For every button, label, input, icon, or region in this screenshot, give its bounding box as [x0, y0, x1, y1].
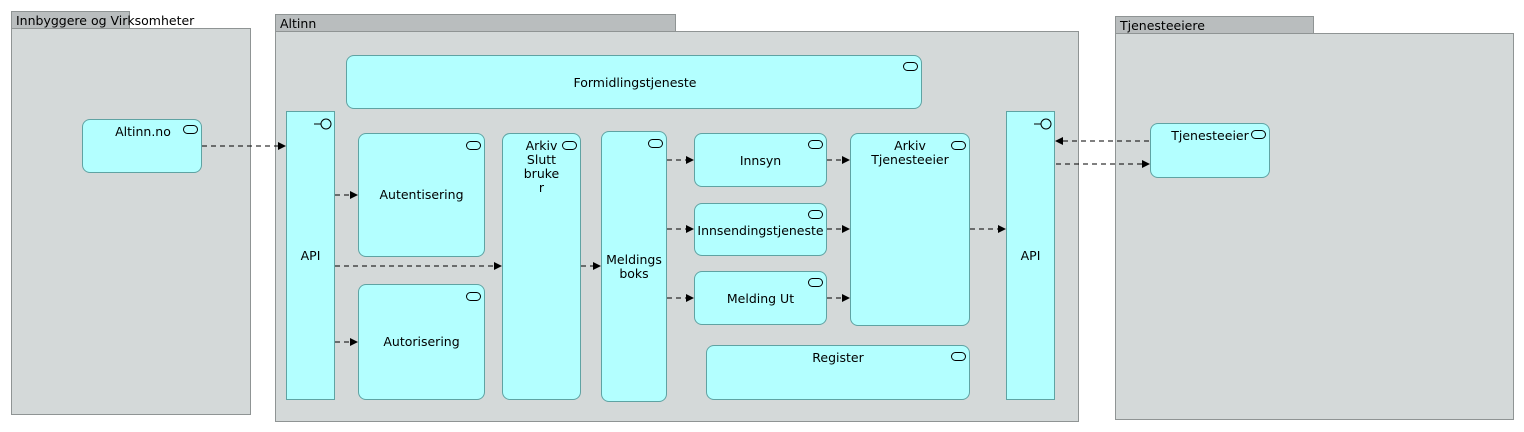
node-arkiv-tjenesteeier-label: Arkiv Tjenesteeier: [851, 139, 969, 167]
service-icon: [183, 125, 198, 134]
node-altinn-no[interactable]: Altinn.no: [82, 119, 202, 173]
service-icon: [1251, 130, 1266, 139]
group-owners-title: Tjenesteeiere: [1120, 18, 1205, 33]
interface-icon: [1034, 118, 1052, 130]
label-line: Slutt: [526, 152, 557, 167]
label-line: Arkiv: [894, 138, 926, 153]
service-icon: [562, 141, 577, 150]
group-citizens-title: Innbyggere og Virksomheter: [16, 13, 195, 28]
label-line: boks: [619, 266, 649, 281]
service-icon: [808, 210, 823, 219]
node-api-left[interactable]: API: [286, 111, 335, 400]
service-icon: [466, 141, 481, 150]
service-icon: [808, 278, 823, 287]
node-innsendingstjeneste-label: Innsendingstjeneste: [697, 223, 824, 238]
node-formidlingstjeneste-label: Formidlingstjeneste: [573, 75, 697, 90]
label-line: Meldings: [606, 252, 662, 267]
node-innsyn-label: Innsyn: [739, 153, 782, 168]
label-line: r: [538, 180, 545, 195]
node-api-right-label: API: [1020, 248, 1041, 263]
label-line: bruke: [523, 166, 560, 181]
interface-icon: [314, 118, 332, 130]
node-meldingsboks-label: Meldings boks: [602, 253, 666, 281]
service-icon: [903, 62, 918, 71]
node-meldingsboks[interactable]: Meldings boks: [601, 131, 667, 402]
group-owners[interactable]: [1115, 33, 1514, 420]
service-icon: [951, 141, 966, 150]
label-line: Tjenesteeier: [871, 152, 949, 167]
group-citizens-tab[interactable]: Innbyggere og Virksomheter: [11, 11, 194, 30]
service-icon: [808, 140, 823, 149]
node-autentisering[interactable]: Autentisering: [358, 133, 485, 257]
label-line: Arkiv: [525, 138, 558, 153]
node-tjenesteeier-label: Tjenesteeier: [1171, 128, 1249, 143]
node-arkiv-tjenesteeier[interactable]: Arkiv Tjenesteeier: [850, 133, 970, 326]
service-icon: [648, 139, 663, 148]
node-arkiv-sluttbruker[interactable]: Arkiv Slutt bruke r: [502, 133, 581, 400]
node-arkiv-sluttbruker-label: Arkiv Slutt bruke r: [503, 139, 580, 195]
node-autorisering[interactable]: Autorisering: [358, 284, 485, 400]
node-api-right[interactable]: API: [1006, 111, 1055, 400]
node-autorisering-label: Autorisering: [383, 334, 460, 349]
group-altinn-title: Altinn: [280, 16, 317, 31]
node-melding-ut[interactable]: Melding Ut: [694, 271, 827, 325]
node-altinn-no-label: Altinn.no: [115, 124, 171, 139]
node-autentisering-label: Autentisering: [379, 187, 464, 202]
service-icon: [466, 292, 481, 301]
node-tjenesteeier[interactable]: Tjenesteeier: [1150, 123, 1270, 178]
node-innsyn[interactable]: Innsyn: [694, 133, 827, 187]
node-formidlingstjeneste[interactable]: Formidlingstjeneste: [346, 55, 922, 109]
group-altinn-tab[interactable]: Altinn: [275, 14, 676, 32]
node-register-label: Register: [812, 350, 864, 365]
service-icon: [951, 352, 966, 361]
node-melding-ut-label: Melding Ut: [726, 291, 795, 306]
group-citizens[interactable]: [11, 28, 251, 415]
node-api-left-label: API: [300, 248, 321, 263]
node-innsendingstjeneste[interactable]: Innsendingstjeneste: [694, 203, 827, 256]
node-register[interactable]: Register: [706, 345, 970, 400]
